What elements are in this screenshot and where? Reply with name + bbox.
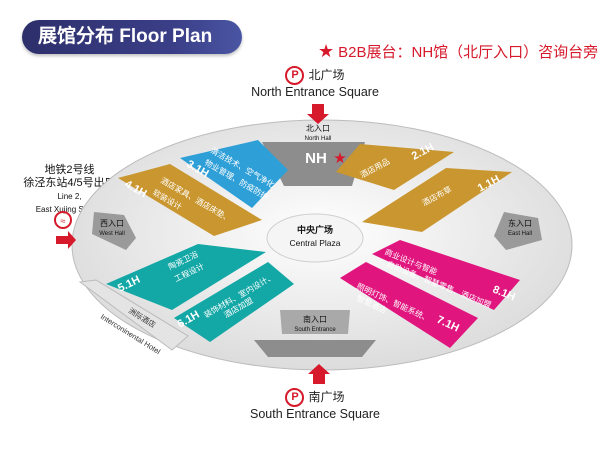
arrow-down-icon	[307, 104, 329, 124]
north-gate-en: North Hall	[305, 136, 332, 142]
parking-icon: P	[285, 388, 305, 408]
east-hall	[494, 212, 542, 250]
west-gate-en: West Hall	[99, 231, 125, 237]
north-hall	[262, 142, 365, 186]
central-plaza-en: Central Plaza	[289, 238, 340, 248]
south-gate-cn: 南入口	[303, 314, 327, 324]
central-plaza-cn: 中央广场	[297, 224, 333, 235]
metro-icon	[54, 211, 72, 229]
hall-1-1h: 酒店布草 1.1H	[362, 168, 512, 232]
hall-6-1h: 6.1H 装饰材料、室内设计、 酒店加盟	[174, 262, 294, 342]
page-title: 展馆分布 Floor Plan	[22, 20, 242, 54]
hall-5-1h: 5.1H 陶瓷卫浴 工程设计	[106, 244, 266, 310]
south-gate	[280, 310, 350, 334]
b2b-booth-note: ★B2B展台：NH馆（北厅入口）咨询台旁	[318, 41, 599, 61]
hall-4-1h: 4.1H 酒店家具、酒店床垫、 软装设计	[118, 164, 262, 236]
west-hall	[92, 212, 136, 250]
south-gate-en: South Entrance	[294, 327, 336, 333]
arrow-right-icon	[56, 231, 76, 249]
south-hall	[254, 340, 376, 357]
metro-station-info: 地铁2号线 徐泾东站4/5号出口 Line 2, East Xujing Sta…	[23, 164, 116, 214]
star-icon: ★	[333, 150, 346, 167]
hall-2-1h: 酒店用品 2.1H	[336, 141, 454, 190]
north-gate-cn: 北入口	[306, 124, 330, 133]
east-gate-cn: 东入口	[508, 218, 532, 228]
parking-icon: P	[285, 66, 305, 86]
hotel-building	[78, 279, 189, 351]
svg-text:≈: ≈	[61, 216, 66, 226]
east-gate-en: East Hall	[508, 231, 532, 237]
west-gate-cn: 西入口	[100, 219, 124, 228]
nh-label: NH	[305, 150, 327, 167]
central-plaza	[266, 213, 364, 263]
star-icon: ★	[318, 41, 335, 61]
arrow-up-icon	[308, 364, 330, 384]
